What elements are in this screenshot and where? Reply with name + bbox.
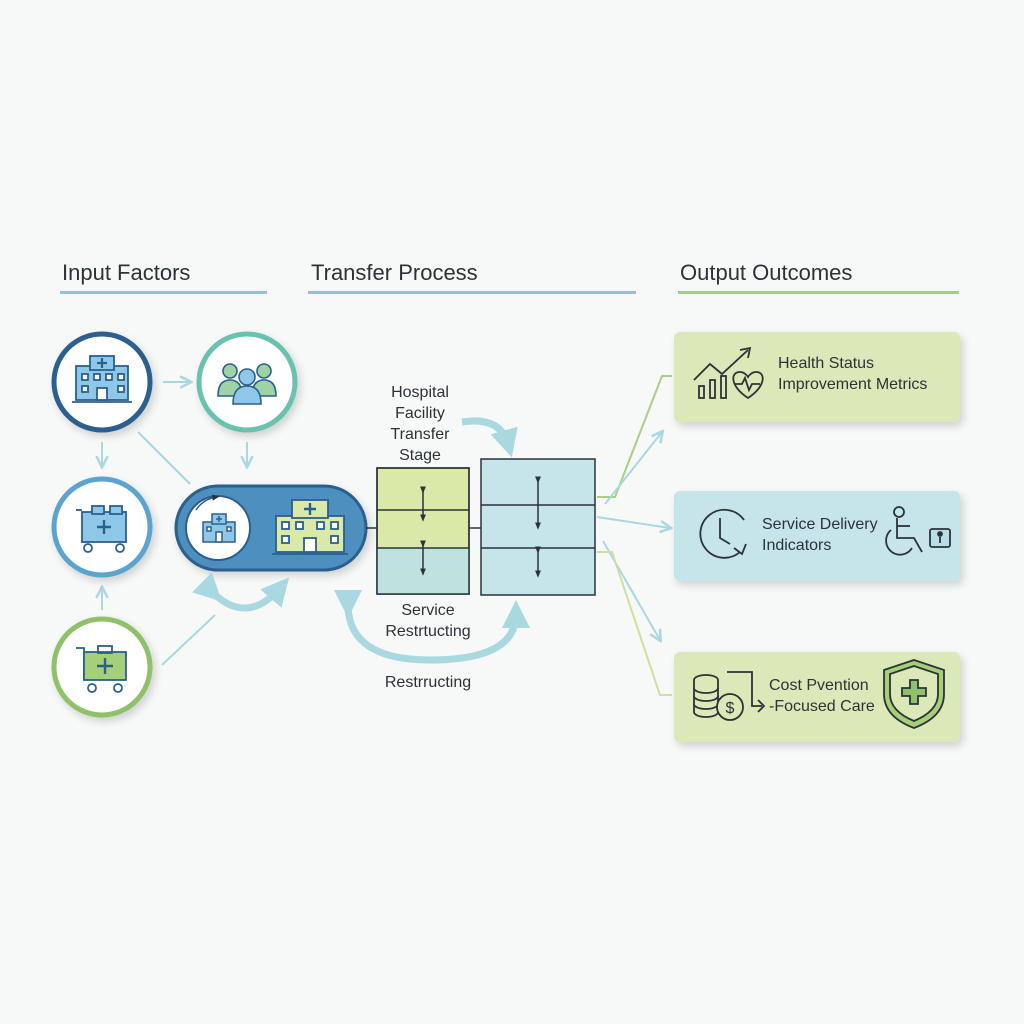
input-node-cart[interactable] xyxy=(51,476,153,578)
input-connectors xyxy=(102,382,247,666)
hospital-icon xyxy=(72,355,132,403)
service-label-line: Restrtucting xyxy=(385,623,471,640)
stage-label-line: Stage xyxy=(399,447,441,464)
medical-kit-cart-icon xyxy=(76,645,127,693)
stage-forward-arrow xyxy=(461,417,518,458)
service-label: Service Restrtucting xyxy=(368,600,488,642)
input-node-staff[interactable] xyxy=(196,331,298,433)
output-connectors xyxy=(596,375,672,696)
stage-box-hospital[interactable] xyxy=(376,467,470,595)
service-label-line: Service xyxy=(401,602,455,619)
output-card-service[interactable] xyxy=(674,491,960,581)
output-card-cost[interactable]: $ xyxy=(674,652,960,742)
stage-label-line: Transfer xyxy=(390,426,450,443)
health-outcome-line: Health Status xyxy=(778,355,875,372)
hospital-transfer-icon xyxy=(202,513,236,543)
hub-cycle-arrow xyxy=(192,572,290,612)
cost-outcome-line: -Focused Care xyxy=(769,698,875,715)
restructuring-label: Restrructing xyxy=(384,674,472,691)
input-node-kit[interactable] xyxy=(51,616,153,718)
cost-outcome-line: Cost Pvention xyxy=(769,677,869,694)
service-outcome-line: Indicators xyxy=(762,537,832,554)
chart-heart-icon xyxy=(693,346,764,400)
svg-text:$: $ xyxy=(726,700,735,717)
coins-shield-icon: $ xyxy=(693,659,945,729)
stage-label: Hospital Facility Transfer Stage xyxy=(370,382,470,466)
section-title-input: Input Factors xyxy=(62,260,191,285)
restructuring-loop-arrow xyxy=(333,589,530,664)
health-outcome-line: Improvement Metrics xyxy=(778,376,928,393)
service-outcome-line: Service Delivery xyxy=(762,516,878,533)
output-card-health[interactable] xyxy=(674,332,960,422)
medical-cart-icon xyxy=(76,505,127,553)
clock-wheelchair-icon xyxy=(699,506,951,559)
input-node-hospital[interactable] xyxy=(51,331,153,433)
section-title-output: Output Outcomes xyxy=(680,260,853,285)
cost-outcome-label: Cost Pvention -Focused Care xyxy=(769,675,875,717)
section-title-process: Transfer Process xyxy=(311,260,478,285)
staff-group-icon xyxy=(217,363,277,405)
section-rule-input xyxy=(60,291,267,294)
stage-label-line: Facility xyxy=(395,405,445,422)
transfer-hub[interactable] xyxy=(174,484,368,572)
stage-box-service[interactable] xyxy=(480,458,596,596)
stage-label-line: Hospital xyxy=(391,384,449,401)
health-outcome-label: Health Status Improvement Metrics xyxy=(778,353,927,395)
hospital-building-icon xyxy=(272,499,348,555)
section-rule-output xyxy=(678,291,959,294)
service-outcome-label: Service Delivery Indicators xyxy=(762,514,878,556)
section-rule-process xyxy=(308,291,636,294)
